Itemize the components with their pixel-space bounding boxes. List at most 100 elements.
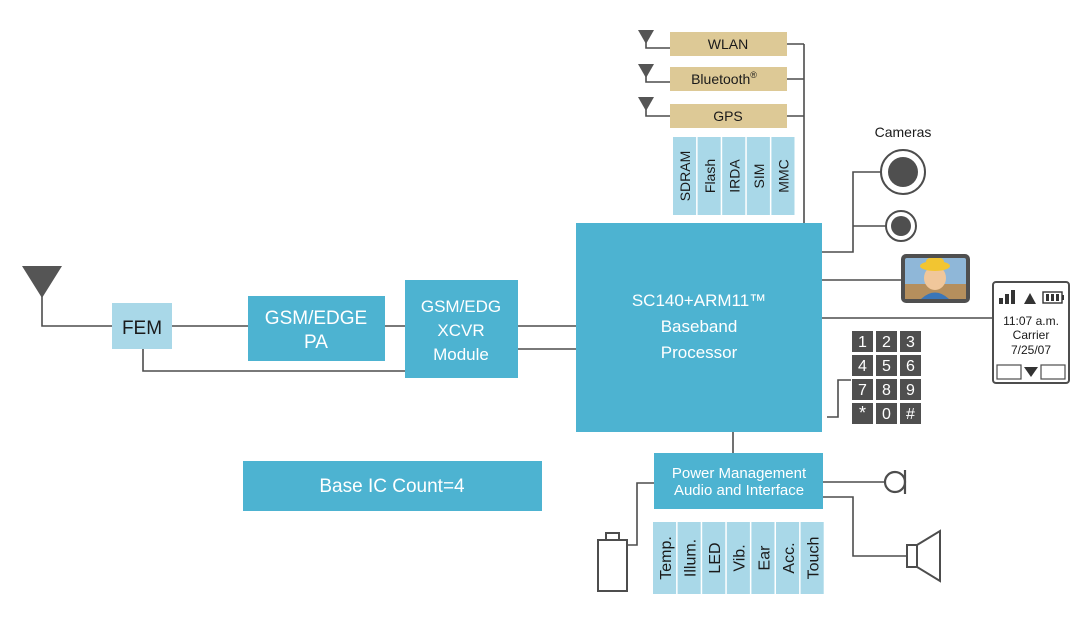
keypad-key-label: 6: [906, 358, 915, 375]
keypad-key: [900, 331, 921, 352]
wire-battery: [627, 482, 654, 546]
fem-label: FEM: [122, 318, 162, 339]
peripheral-slot-label: Illum.: [683, 539, 700, 577]
cameras-label: Cameras: [875, 124, 932, 140]
memory-slot: [771, 137, 795, 215]
pmic-label-line-2: Audio and Interface: [674, 482, 804, 499]
keypad-key-label: 8: [882, 382, 891, 399]
wire-radio-bus: [787, 43, 805, 223]
wire-wlan-antenna: [645, 38, 670, 49]
keypad-key-label: 1: [858, 334, 867, 351]
peripheral-slot: [677, 522, 701, 594]
wire-gps-antenna: [645, 104, 670, 117]
keypad-key-label: 0: [882, 406, 891, 423]
pa-block: [248, 296, 385, 361]
memory-slot: [722, 137, 746, 215]
peripheral-slot: [751, 522, 775, 594]
wire-camera-large: [822, 171, 881, 253]
wire-fem-xcvr: [142, 349, 405, 372]
peripheral-slot-label: Acc.: [781, 542, 798, 573]
keypad-key-label: *: [859, 403, 866, 423]
keypad-key: [876, 355, 897, 376]
pmic-block: [654, 453, 823, 509]
battery-level-icon: [1042, 291, 1064, 304]
peripheral-slot-label: Touch: [806, 537, 823, 580]
microphone-icon: [883, 470, 907, 494]
keypad-key-label: 9: [906, 382, 915, 399]
phone-time: 11:07 a.m.: [1003, 314, 1059, 328]
antennas: [22, 30, 654, 298]
keypad-key: [852, 379, 873, 400]
signal-bar-icon: [1005, 294, 1009, 304]
memory-slot: [673, 137, 697, 215]
keypad-key: [876, 331, 897, 352]
keypad-key: [900, 379, 921, 400]
pa-label-line-2: PA: [304, 332, 328, 353]
peripheral-slot-label: Vib.: [732, 544, 749, 571]
wire-antenna-fem: [41, 296, 112, 327]
keypad-key: [876, 403, 897, 424]
base-ic-count-label: Base IC Count=4: [319, 476, 465, 497]
keypad-key-label: 5: [882, 358, 891, 375]
camera-small-icon: [885, 210, 917, 242]
bluetooth-label: Bluetooth®: [691, 70, 757, 87]
bluetooth-antenna-icon: [638, 64, 654, 78]
network-triangle-icon: [1024, 293, 1036, 304]
phone-date: 7/25/07: [1011, 343, 1051, 357]
phone-down-arrow-icon: [1024, 367, 1038, 377]
xcvr-label-line-3: Module: [433, 345, 489, 364]
keypad-key: [852, 403, 873, 424]
peripheral-slot: [776, 522, 800, 594]
wlan-antenna-icon: [638, 30, 654, 44]
memory-slot: [697, 137, 721, 215]
pmic-label-line-1: Power Management: [672, 465, 807, 482]
peripheral-slots: Temp. Illum. LED Vib. Ear Acc. Touch: [653, 522, 824, 594]
peripheral-slot: [800, 522, 824, 594]
wire-xcvr-baseband: [518, 325, 576, 350]
phone-carrier: Carrier: [1013, 328, 1050, 342]
memory-slot-label: SDRAM: [677, 151, 693, 202]
display-photo-icon: [901, 254, 970, 303]
main-antenna-icon: [22, 266, 62, 298]
wlan-block: [670, 32, 787, 56]
keypad-key-label: 7: [858, 382, 867, 399]
gps-label: GPS: [713, 108, 743, 124]
memory-slot-label: MMC: [776, 159, 792, 192]
baseband-label-line-3: Processor: [661, 343, 738, 362]
peripheral-slot-label: Temp.: [658, 536, 675, 580]
keypad-key-label: 3: [906, 334, 915, 351]
keypad-key: [900, 403, 921, 424]
peripheral-slot-label: Ear: [756, 545, 773, 571]
keypad-key-label: 4: [858, 358, 867, 375]
signal-bar-icon: [1011, 290, 1015, 304]
gps-antenna-icon: [638, 97, 654, 111]
phone-softkey-left: [996, 364, 1022, 380]
wire-keypad: [827, 379, 851, 418]
keypad-key-label: 2: [882, 334, 891, 351]
memory-slot: [746, 137, 770, 215]
bluetooth-registered-mark: ®: [750, 70, 757, 80]
peripheral-slot: [653, 522, 677, 594]
peripheral-slot: [702, 522, 726, 594]
xcvr-block: [405, 280, 518, 378]
baseband-label-line-1: SC140+ARM11™: [632, 291, 766, 310]
base-ic-count-block: [243, 461, 542, 511]
baseband-block: [576, 223, 822, 432]
pa-label-line-1: GSM/EDGE: [265, 308, 367, 329]
gps-block: [670, 104, 787, 128]
keypad-key-label: #: [906, 406, 915, 423]
bluetooth-block: [670, 67, 787, 91]
xcvr-label-line-2: XCVR: [437, 321, 484, 340]
peripheral-slot-label: LED: [707, 542, 724, 573]
phone-softkey-right: [1040, 364, 1066, 380]
speaker-icon: [906, 529, 941, 583]
battery-icon: [597, 532, 628, 592]
keypad-key: [900, 355, 921, 376]
bluetooth-label-text: Bluetooth: [691, 71, 750, 87]
memory-slot-label: IRDA: [726, 159, 742, 193]
memory-slot-label: SIM: [751, 164, 767, 189]
